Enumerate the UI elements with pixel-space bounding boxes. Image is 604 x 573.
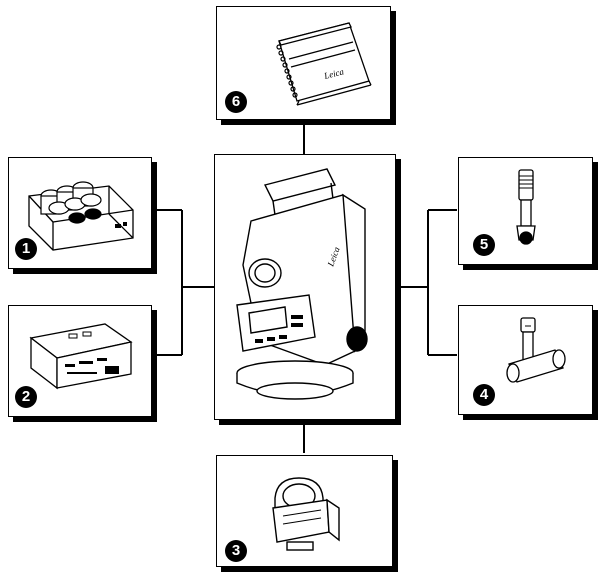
item-number-badge: 3 (225, 540, 247, 562)
prism-holder-icon (272, 477, 340, 551)
battery-cells-icon (28, 181, 134, 251)
panel-battery-adapter: 1 (8, 157, 152, 269)
panel-accessory-5: 5 (458, 157, 593, 265)
panel-total-station: Leica (214, 154, 396, 420)
panel-accessory-4: 4 (458, 305, 593, 415)
battery-pack-icon (29, 323, 133, 390)
panel-battery-pack: 2 (8, 305, 152, 417)
item-number-badge: 1 (15, 238, 37, 260)
panel-field-manual: Leica 6 (216, 6, 391, 120)
mount-accessory-icon (516, 169, 536, 245)
total-station-icon: Leica (236, 168, 368, 400)
item-number-badge: 4 (473, 384, 495, 406)
item-number-badge: 2 (15, 386, 37, 408)
t-accessory-icon (506, 317, 566, 383)
field-manual-icon: Leica (276, 22, 372, 106)
panel-prism-holder: 3 (216, 455, 393, 567)
item-number-badge: 5 (473, 234, 495, 256)
item-number-badge: 6 (225, 91, 247, 113)
